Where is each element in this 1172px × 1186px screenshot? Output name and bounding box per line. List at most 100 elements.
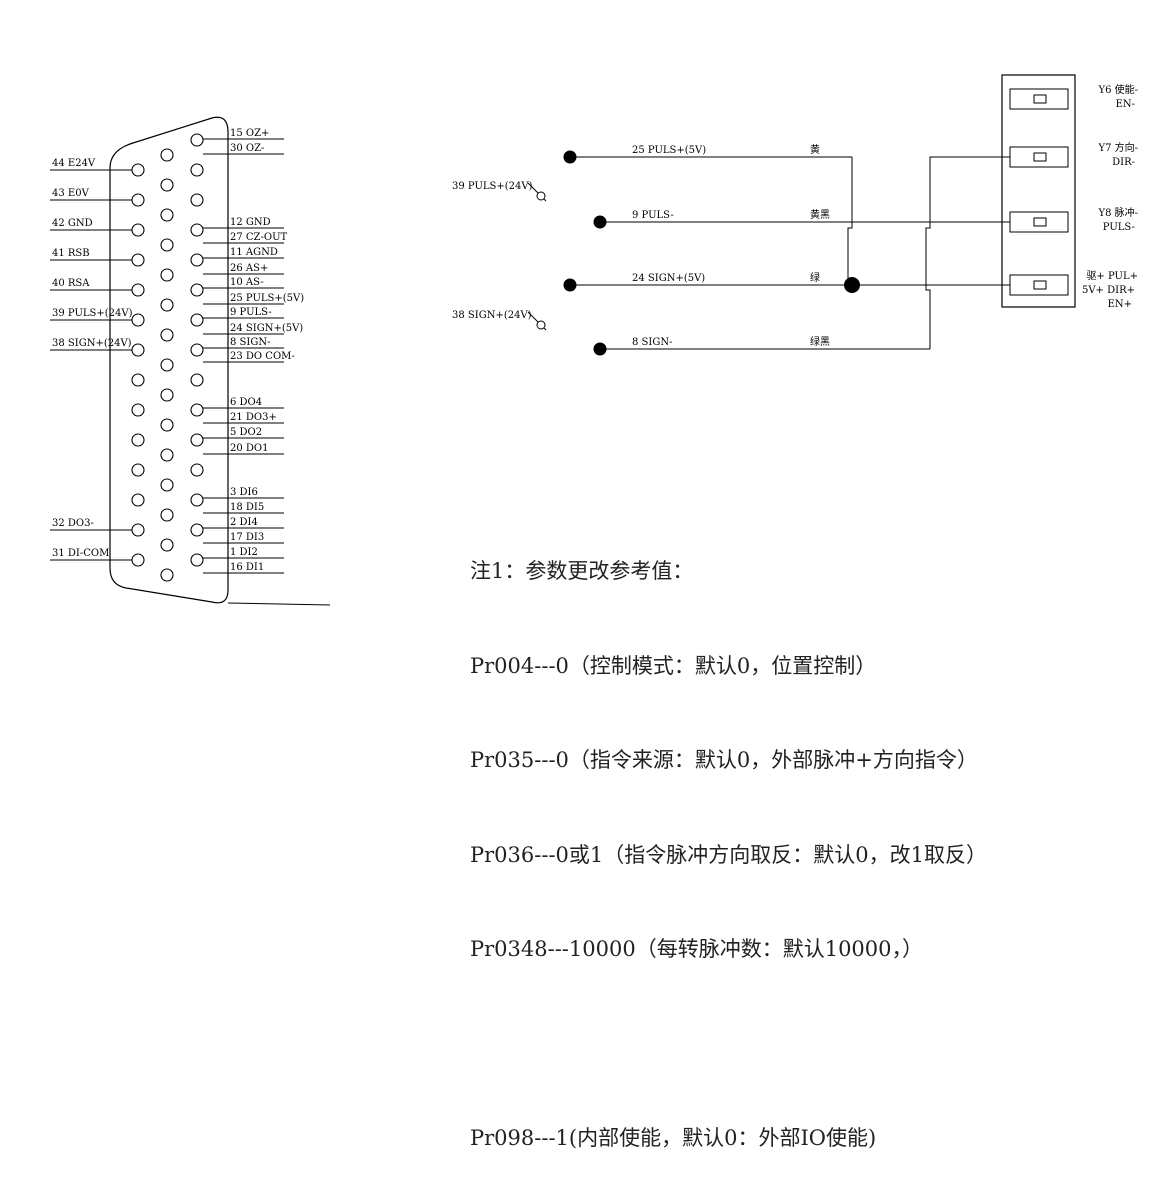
pin-circle bbox=[190, 403, 204, 417]
right-pin: 8 SIGN- bbox=[203, 337, 284, 349]
terminal-row: Y8 脉冲- PULS- bbox=[1009, 206, 1138, 233]
terminal-label: PULS- bbox=[1103, 222, 1135, 233]
right-pin: 12 GND bbox=[203, 217, 284, 229]
side-lead: 39 PULS+(24V) bbox=[452, 181, 547, 202]
pin-circle bbox=[190, 373, 204, 387]
wire-label: 25 PULS+(5V) bbox=[632, 145, 706, 156]
pin-circle bbox=[190, 193, 204, 207]
left-pin-label: 40 RSA bbox=[52, 278, 90, 289]
pin-circle bbox=[160, 298, 174, 312]
right-pin: 21 DO3+ bbox=[203, 412, 284, 424]
left-pin-label: 38 SIGN+(24V) bbox=[52, 338, 132, 349]
wire-color-label: 黄黑 bbox=[810, 208, 830, 221]
right-pin: 25 PULS+(5V) bbox=[203, 293, 304, 305]
wire-label: 8 SIGN- bbox=[632, 337, 672, 348]
pin-circle bbox=[190, 523, 204, 537]
parameter-notes: 注1：参数更改参考值： Pr004---0（控制模式：默认0，位置控制） Pr0… bbox=[470, 493, 987, 1186]
right-pin: 3 DI6 bbox=[203, 487, 284, 499]
left-pin-label: 31 DI-COM bbox=[52, 548, 109, 559]
left-pin: 39 PULS+(24V) bbox=[50, 308, 133, 321]
right-pin: 5 DO2 bbox=[203, 427, 284, 439]
left-pin: 31 DI-COM bbox=[50, 548, 132, 561]
left-pin: 38 SIGN+(24V) bbox=[50, 338, 132, 351]
terminal-block-frame bbox=[1001, 74, 1076, 308]
pin-circle bbox=[190, 313, 204, 327]
right-pin-label: 25 PULS+(5V) bbox=[230, 293, 304, 304]
pin-circle bbox=[190, 133, 204, 147]
terminal-label: EN+ bbox=[1108, 299, 1132, 310]
pin-circle bbox=[190, 433, 204, 447]
right-pin-label: 15 OZ+ bbox=[230, 128, 269, 139]
right-pin: 18 DI5 bbox=[203, 502, 284, 514]
left-pin: 43 E0V bbox=[50, 188, 132, 201]
note-line: Pr035---0（指令来源：默认0，外部脉冲+方向指令） bbox=[470, 748, 978, 772]
pin-circle bbox=[131, 403, 145, 417]
left-pin: 44 E24V bbox=[50, 158, 132, 171]
terminal-label: 5V+ DIR+ bbox=[1082, 285, 1135, 296]
right-pin-label: 9 PULS- bbox=[230, 307, 272, 318]
terminal-row: Y6 使能-EN- bbox=[1009, 83, 1138, 110]
side-lead: 38 SIGN+(24V) bbox=[452, 310, 547, 331]
ground-lead bbox=[227, 602, 331, 606]
right-pin-label: 17 DI3 bbox=[230, 532, 264, 543]
right-pin-label: 11 AGND bbox=[230, 247, 278, 258]
open-terminal bbox=[536, 191, 546, 201]
terminal-screw bbox=[1033, 94, 1047, 104]
pin-circle bbox=[190, 343, 204, 357]
pin-circle bbox=[160, 208, 174, 222]
pin-circle bbox=[131, 553, 145, 567]
wire-color-label: 绿黑 bbox=[810, 335, 830, 348]
right-pin: 23 DO COM- bbox=[203, 351, 295, 363]
pin-circle bbox=[160, 448, 174, 462]
terminal-screw bbox=[1033, 217, 1047, 227]
terminal-row: 驱+ PUL+5V+ DIR+EN+ bbox=[1009, 270, 1138, 310]
right-pin: 24 SIGN+(5V) bbox=[203, 323, 303, 335]
pin-circle bbox=[160, 328, 174, 342]
right-pin: 11 AGND bbox=[203, 247, 284, 259]
terminal-label: Y7 方向- bbox=[1097, 141, 1138, 154]
terminal-screw bbox=[1033, 280, 1047, 290]
pin-circle bbox=[131, 373, 145, 387]
pin-circle bbox=[190, 553, 204, 567]
right-pin-label: 5 DO2 bbox=[230, 427, 262, 438]
terminal-block: Y6 使能-EN-Y7 方向-DIR-Y8 脉冲-PULS-驱+ PUL+5V+… bbox=[1001, 74, 1138, 310]
left-pin-label: 39 PULS+(24V) bbox=[52, 308, 133, 319]
wire-color-label: 绿 bbox=[810, 271, 820, 284]
note-line bbox=[470, 1029, 987, 1061]
right-pin-label: 16 DI1 bbox=[230, 562, 264, 573]
connector-outline bbox=[109, 116, 229, 604]
pin-circle bbox=[131, 343, 145, 357]
left-pin-label: 44 E24V bbox=[52, 158, 96, 169]
terminal-label: Y6 使能- bbox=[1097, 83, 1138, 96]
right-pin-label: 12 GND bbox=[230, 217, 271, 228]
wire-label: 9 PULS- bbox=[632, 210, 674, 221]
right-pin-label: 30 OZ- bbox=[230, 143, 264, 154]
wire-end-dot bbox=[593, 342, 607, 356]
open-terminal bbox=[536, 320, 546, 330]
right-pin-label: 3 DI6 bbox=[230, 487, 258, 498]
terminal-label: Y8 脉冲- bbox=[1097, 206, 1138, 219]
right-pin-label: 18 DI5 bbox=[230, 502, 264, 513]
pin-circle bbox=[131, 163, 145, 177]
pin-circle bbox=[131, 193, 145, 207]
side-lead-label: 39 PULS+(24V) bbox=[452, 181, 533, 192]
pin-circle bbox=[190, 463, 204, 477]
signal-wire: 25 PULS+(5V) 黄 bbox=[563, 143, 852, 164]
pin-circle bbox=[160, 388, 174, 402]
junction-dot bbox=[844, 277, 860, 293]
right-pin: 9 PULS- bbox=[203, 307, 284, 319]
right-pin-label: 23 DO COM- bbox=[230, 351, 295, 362]
wire-color-label: 黄 bbox=[810, 143, 820, 156]
pin-circle bbox=[131, 313, 145, 327]
pin-circle bbox=[131, 223, 145, 237]
pin-circle bbox=[160, 478, 174, 492]
signal-wire: 24 SIGN+(5V)绿 bbox=[563, 271, 852, 292]
note-line: 注1：参数更改参考值： bbox=[470, 559, 694, 583]
pin-circle bbox=[160, 568, 174, 582]
right-pin-label: 24 SIGN+(5V) bbox=[230, 323, 303, 334]
wire-end-dot bbox=[563, 278, 577, 292]
note-line: Pr0348---10000（每转脉冲数：默认10000，） bbox=[470, 937, 924, 961]
pin-circle bbox=[160, 178, 174, 192]
right-pin-label: 2 DI4 bbox=[230, 517, 258, 528]
right-pin: 16 DI1 bbox=[203, 562, 284, 574]
